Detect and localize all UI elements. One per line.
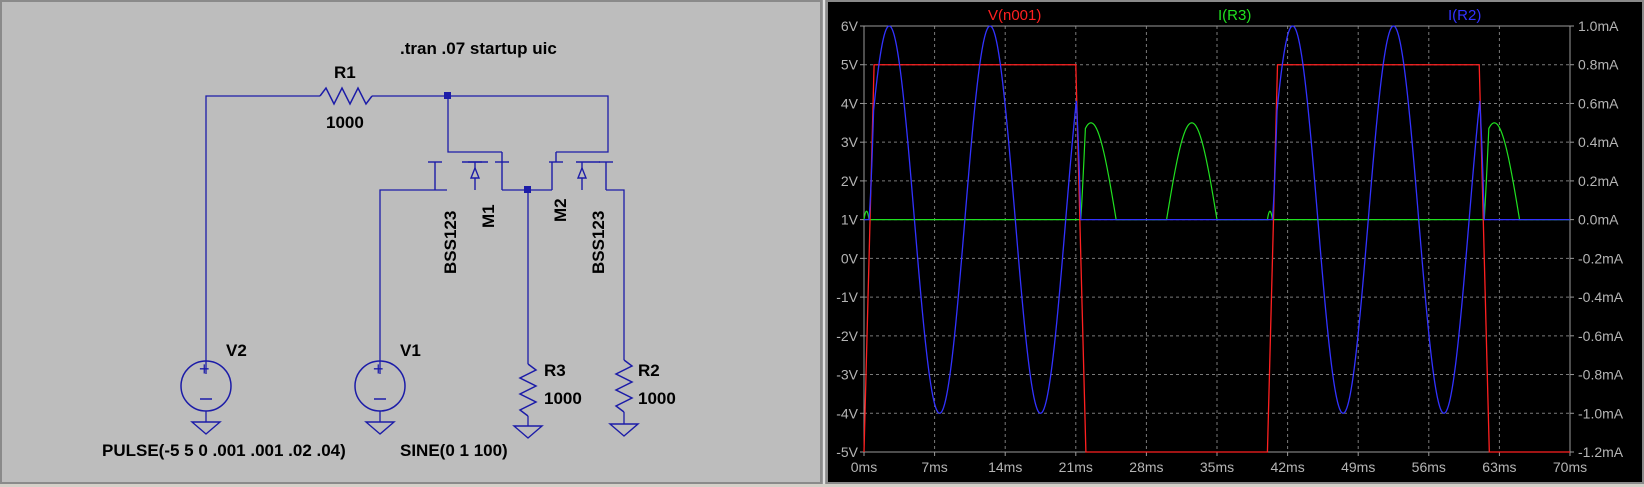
m1-label: M1	[479, 204, 498, 228]
r1-value: 1000	[326, 113, 364, 132]
traces	[863, 25, 1570, 453]
left-tick-label: 3V	[841, 134, 859, 150]
legend-label[interactable]: V(n001)	[988, 7, 1041, 24]
wires	[205, 95, 625, 374]
left-tick-label: 6V	[841, 18, 859, 34]
legend-label[interactable]: I(R3)	[1218, 7, 1251, 24]
m1-model: BSS123	[441, 211, 460, 274]
resistor-r1[interactable]: R1 1000	[319, 63, 373, 132]
x-tick-label: 28ms	[1129, 459, 1163, 475]
right-tick-label: -1.2mA	[1578, 444, 1624, 460]
pane-splitter[interactable]	[822, 0, 826, 484]
resistor-r3[interactable]: R3 1000	[512, 361, 582, 439]
waveform-viewer[interactable]: 6V 5V 4V 3V 2V 1V 0V -1V -2V -3V -4V -5V 1.0mA 0.8mA…	[826, 0, 1644, 484]
x-axis-ticks: 0ms 7ms 14ms 21ms 28ms 35ms 42ms 49ms 56ms 63ms 70…	[851, 452, 1587, 475]
right-tick-label: -0.8mA	[1578, 367, 1624, 383]
right-tick-label: -0.2mA	[1578, 250, 1624, 266]
right-tick-label: 0.6mA	[1578, 95, 1619, 111]
x-tick-label: 35ms	[1200, 459, 1234, 475]
voltage-source-v1[interactable]: + V1 SINE(0 1 100)	[354, 341, 508, 460]
trace-legend[interactable]: V(n001) I(R3) I(R2)	[988, 7, 1481, 24]
left-tick-label: -2V	[836, 328, 858, 344]
x-tick-label: 0ms	[851, 459, 877, 475]
v2-value: PULSE(-5 5 0 .001 .001 .02 .04)	[102, 441, 346, 460]
mosfet-m2[interactable]	[549, 152, 613, 190]
right-tick-label: -0.6mA	[1578, 328, 1624, 344]
right-axis-ticks: 1.0mA 0.8mA 0.6mA 0.4mA 0.2mA 0.0mA -0.2mA -0.4…	[1570, 18, 1624, 460]
x-tick-label: 7ms	[921, 459, 947, 475]
m2-model: BSS123	[589, 211, 608, 274]
x-tick-label: 56ms	[1412, 459, 1446, 475]
left-tick-label: 5V	[841, 57, 859, 73]
legend-label[interactable]: I(R2)	[1448, 7, 1481, 24]
plot-grid	[864, 26, 1570, 452]
left-tick-label: 2V	[841, 173, 859, 189]
left-tick-label: -5V	[836, 444, 858, 460]
left-tick-label: 0V	[841, 250, 859, 266]
spice-directive[interactable]: .tran .07 startup uic	[400, 39, 557, 58]
svg-text:+: +	[373, 359, 384, 379]
x-tick-label: 14ms	[988, 459, 1022, 475]
left-tick-label: -3V	[836, 367, 858, 383]
m2-label: M2	[551, 198, 570, 222]
schematic-editor[interactable]: R1 1000 BSS123 M1 M2 BSS123 R3 1000	[0, 0, 822, 484]
x-tick-label: 70ms	[1553, 459, 1587, 475]
x-tick-label: 42ms	[1270, 459, 1304, 475]
right-tick-label: 0.2mA	[1578, 173, 1619, 189]
right-tick-label: -0.4mA	[1578, 289, 1624, 305]
left-tick-label: -4V	[836, 405, 858, 421]
right-tick-label: -1.0mA	[1578, 405, 1624, 421]
voltage-source-v2[interactable]: + V2 PULSE(-5 5 0 .001 .001 .02 .04)	[102, 341, 346, 460]
v1-value: SINE(0 1 100)	[400, 441, 508, 460]
right-tick-label: 0.4mA	[1578, 134, 1619, 150]
left-tick-label: 4V	[841, 95, 859, 111]
r1-label: R1	[334, 63, 356, 82]
v2-label: V2	[226, 341, 247, 360]
right-tick-label: 0.0mA	[1578, 212, 1619, 228]
mosfet-m1[interactable]	[428, 152, 509, 190]
resistor-r2[interactable]: R2 1000	[608, 359, 676, 437]
r2-label: R2	[638, 361, 660, 380]
left-tick-label: -1V	[836, 289, 858, 305]
junction-dot	[524, 186, 531, 193]
trace-v-n001	[863, 64, 1570, 453]
junction-dot	[444, 92, 451, 99]
waveform-plot[interactable]: 6V 5V 4V 3V 2V 1V 0V -1V -2V -3V -4V -5V 1.0mA 0.8mA…	[828, 2, 1642, 482]
left-tick-label: 1V	[841, 212, 859, 228]
r3-label: R3	[544, 361, 566, 380]
r2-value: 1000	[638, 389, 676, 408]
r3-value: 1000	[544, 389, 582, 408]
v1-label: V1	[400, 341, 421, 360]
x-tick-label: 49ms	[1341, 459, 1375, 475]
x-tick-label: 21ms	[1059, 459, 1093, 475]
right-tick-label: 1.0mA	[1578, 18, 1619, 34]
schematic-canvas[interactable]: R1 1000 BSS123 M1 M2 BSS123 R3 1000	[2, 2, 820, 482]
right-tick-label: 0.8mA	[1578, 57, 1619, 73]
trace-i-r2	[864, 25, 1570, 414]
svg-text:+: +	[199, 359, 210, 379]
x-tick-label: 63ms	[1482, 459, 1516, 475]
left-axis-ticks: 6V 5V 4V 3V 2V 1V 0V -1V -2V -3V -4V -5V	[836, 18, 864, 460]
